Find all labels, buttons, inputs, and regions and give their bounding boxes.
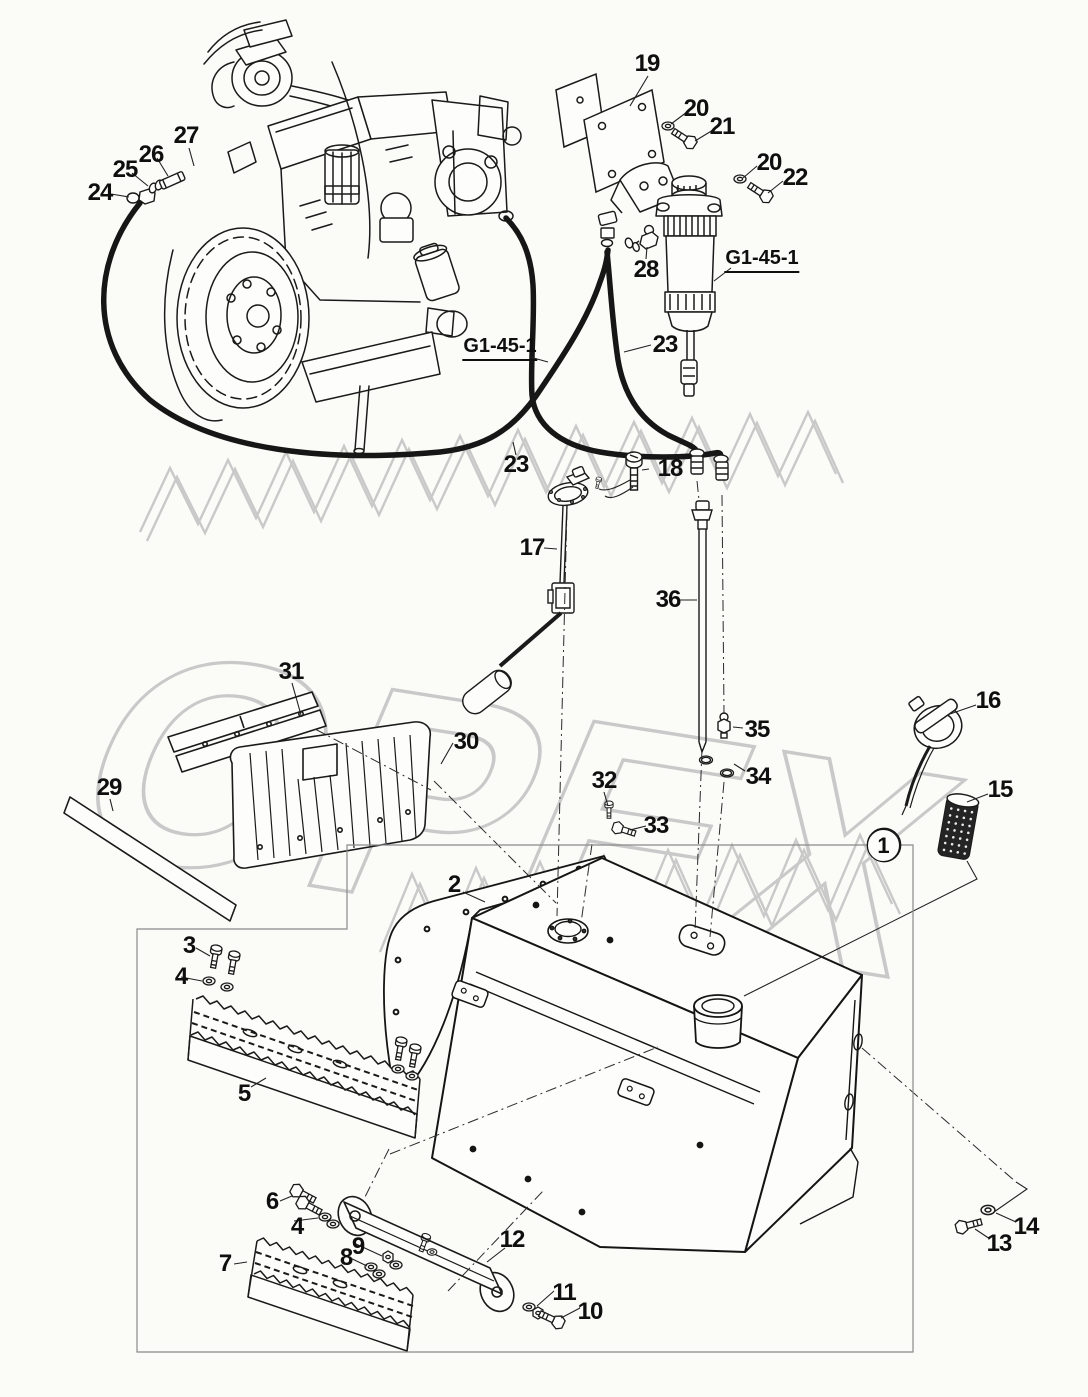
step-plate-5: [187, 995, 421, 1139]
callout-5: 5: [237, 1080, 251, 1107]
callout-10: 10: [577, 1298, 604, 1325]
shield-plates: [63, 691, 432, 922]
alignment-lines: [314, 480, 1017, 1292]
callout-35: 35: [744, 716, 771, 743]
callout-25: 25: [112, 156, 139, 183]
engine-illustration: [163, 19, 522, 455]
pickup-tube-illustration: [691, 500, 735, 778]
callout-34: 34: [745, 763, 772, 790]
assembly-boundary-box: [136, 844, 914, 1353]
filter-fittings: [597, 210, 659, 253]
leader-lines: [109, 75, 1028, 1319]
callout-11: 11: [552, 1279, 576, 1306]
callout-20: 20: [756, 149, 783, 176]
callout-15: 15: [987, 776, 1014, 803]
fuel-sender-illustration: [462, 465, 591, 715]
callout-30: 30: [453, 728, 480, 755]
callout-9: 9: [351, 1233, 365, 1260]
callout-23: 23: [503, 451, 530, 478]
callout-17: 17: [519, 534, 546, 561]
part-code-label: G1-45-1: [724, 247, 800, 273]
callout-4: 4: [174, 963, 188, 990]
sender-screw-18: [593, 451, 643, 491]
callout-31: 31: [278, 658, 305, 685]
callout-12: 12: [499, 1226, 526, 1253]
callout-4: 4: [290, 1213, 304, 1240]
callout-36: 36: [655, 586, 682, 613]
callout-33: 33: [643, 812, 670, 839]
fuel-cap-illustration: [901, 695, 963, 816]
callout-23: 23: [652, 331, 679, 358]
callout-32: 32: [591, 767, 618, 794]
fuel-hoses: [101, 200, 724, 460]
callout-3: 3: [182, 932, 196, 959]
filter-mount-plate-19: [555, 72, 665, 194]
fuel-tank-illustration: [383, 855, 863, 1253]
callout-7: 7: [218, 1250, 232, 1277]
strainer-illustration: [937, 793, 980, 860]
fuel-filter-illustration: [610, 162, 723, 397]
callout-21: 21: [709, 113, 736, 140]
callout-18: 18: [657, 455, 684, 482]
callout-22: 22: [782, 164, 809, 191]
balloon-1: 1: [867, 829, 900, 862]
callout-19: 19: [634, 50, 661, 77]
part-code-label: G1-45-1: [462, 335, 538, 361]
fitting-parts-24-27: [126, 171, 186, 205]
callout-24: 24: [87, 179, 114, 206]
callout-29: 29: [96, 774, 123, 801]
callout-26: 26: [138, 141, 165, 168]
callout-16: 16: [975, 687, 1002, 714]
callout-14: 14: [1013, 1213, 1040, 1240]
hose-end-fittings: [689, 448, 729, 481]
callout-28: 28: [633, 256, 660, 283]
step-plate-7: [247, 1237, 414, 1352]
callout-20: 20: [683, 95, 710, 122]
callout-2: 2: [447, 871, 461, 898]
callout-8: 8: [339, 1244, 353, 1271]
callout-6: 6: [265, 1188, 279, 1215]
callout-13: 13: [986, 1230, 1013, 1257]
callout-27: 27: [173, 122, 200, 149]
